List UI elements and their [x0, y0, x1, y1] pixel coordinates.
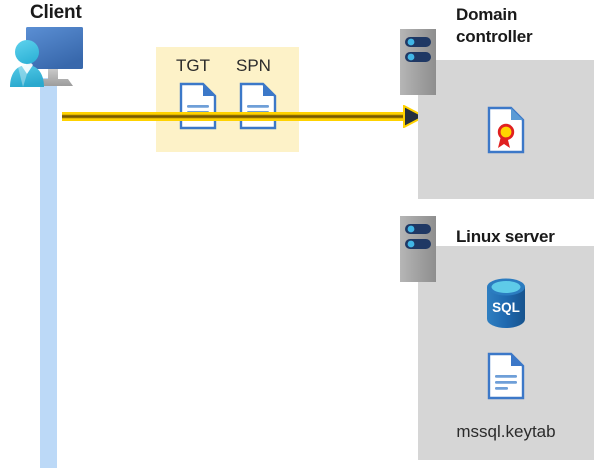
client-user-monitor-icon — [4, 24, 100, 96]
domain-controller-label: Domain controller — [456, 4, 596, 48]
sql-database-icon: SQL — [484, 278, 528, 328]
client-lifeline — [40, 78, 57, 468]
spn-document-icon — [239, 82, 277, 130]
domain-controller-label-line2: controller — [456, 26, 533, 46]
spn-label: SPN — [236, 56, 271, 75]
tgt-label: TGT — [176, 56, 210, 75]
client-label: Client — [30, 2, 82, 23]
keytab-filename-label: mssql.keytab — [456, 422, 556, 441]
linux-server-label: Linux server — [456, 227, 555, 246]
svg-text:SQL: SQL — [492, 300, 520, 315]
client-to-dc-arrowhead — [403, 104, 427, 129]
client-to-dc-arrow — [62, 112, 410, 121]
domain-controller-server-tower-icon — [400, 29, 436, 95]
domain-controller-label-line1: Domain — [456, 5, 518, 24]
certificate-document-icon — [487, 106, 525, 154]
tgt-document-icon — [179, 82, 217, 130]
keytab-document-icon — [487, 352, 525, 400]
linux-server-tower-icon — [400, 216, 436, 282]
